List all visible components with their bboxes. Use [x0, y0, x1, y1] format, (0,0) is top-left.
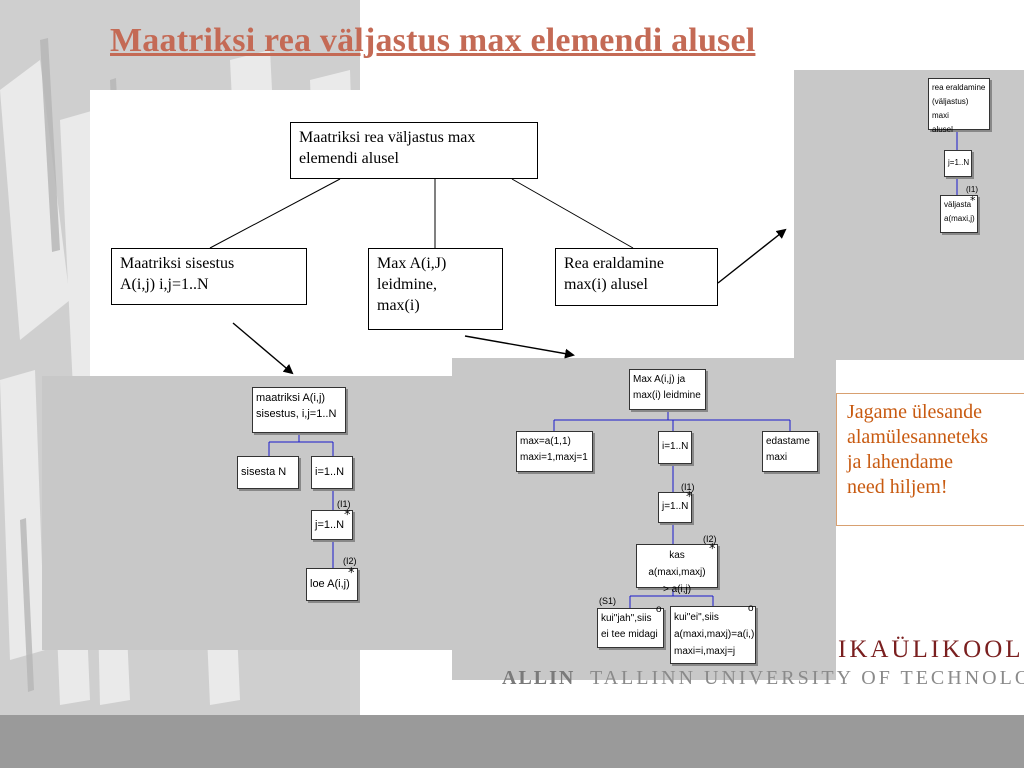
node-text-line: (väljastus) maxi: [932, 97, 969, 120]
node-text-line: väljasta: [944, 200, 972, 209]
node-text-line: Rea eraldamine: [564, 255, 664, 272]
node-text-line: maxi: [766, 452, 788, 463]
node-text-line: i=1..N: [315, 466, 345, 478]
jsp-left-loe: loe A(i,j): [306, 568, 358, 601]
node-text-line: max(i) leidmine: [633, 390, 701, 401]
iteration-label: (I1): [681, 482, 695, 492]
node-text-line: leidmine,: [377, 276, 437, 293]
node-text-line: kas a(maxi,maxj): [648, 550, 706, 578]
node-text-line: alusel: [932, 125, 953, 134]
node-text-line: maatriksi A(i,j): [256, 392, 326, 404]
footer-bar: [0, 715, 1024, 768]
note-line: Jagame ülesande: [847, 401, 982, 423]
tree-root-node: Maatriksi rea väljastus max elemendi alu…: [290, 122, 538, 179]
node-text-line: j=1..N: [948, 158, 970, 167]
jsp-right-valjasta: väljasta a(maxi,j): [940, 195, 978, 233]
jsp-mid-kui-ei: kui"ei",siis a(maxi,maxj)=a(i,) maxi=i,m…: [670, 606, 756, 664]
university-logo-text: IKAÜLIKOOL: [838, 636, 1024, 663]
node-text-line: max=a(1,1): [520, 436, 571, 447]
node-text-line: i=1..N: [662, 441, 689, 452]
node-text-line: j=1..N: [662, 501, 689, 512]
jsp-mid-loop-j: j=1..N: [658, 492, 692, 523]
selection-label: (S1): [599, 596, 617, 606]
node-text-line: kui"jah",siis: [601, 613, 652, 624]
node-text-line: sisesta N: [241, 466, 287, 478]
university-logo-subtitle: TALLINN UNIVERSITY OF TECHNOLOGY: [590, 667, 1024, 689]
jsp-mid-kas: kas a(maxi,maxj) > a(i,j): [636, 544, 718, 595]
jsp-mid-init: max=a(1,1) maxi=1,maxj=1: [516, 431, 593, 472]
note-line: alamülesanneteks: [847, 426, 989, 448]
selection-circle-icon: o: [656, 604, 662, 615]
university-logo-fragment: ALLIN: [502, 667, 576, 689]
jsp-left-loop-j: j=1..N: [311, 510, 353, 540]
node-text-line: max(i) alusel: [564, 276, 648, 293]
jsp-mid-kui-jah: kui"jah",siis ei tee midagi: [597, 608, 664, 648]
jsp-left-loop-i: i=1..N: [311, 456, 353, 489]
jsp-left-root: maatriksi A(i,j) sisestus, i,j=1..N: [252, 387, 346, 433]
node-text-line: sisestus, i,j=1..N: [256, 408, 337, 420]
node-text-line: a(maxi,maxj)=a(i,): [674, 629, 755, 640]
node-text-line: rea eraldamine: [932, 83, 986, 92]
iteration-label: (I2): [343, 556, 357, 566]
iteration-label: (I2): [703, 534, 717, 544]
node-text-line: max(i): [377, 297, 420, 314]
node-text-line: maxi=1,maxj=1: [520, 452, 588, 463]
iteration-star-icon: *: [348, 566, 355, 581]
iteration-star-icon: *: [970, 194, 976, 207]
node-text-line: elemendi alusel: [299, 150, 399, 167]
iteration-label: (I1): [966, 185, 978, 194]
iteration-label: (I1): [337, 499, 351, 509]
selection-circle-icon: o: [748, 603, 754, 614]
page-title: Maatriksi rea väljastus max elemendi alu…: [110, 22, 756, 59]
jsp-right-loop-j: j=1..N: [944, 150, 972, 177]
iteration-star-icon: *: [709, 542, 716, 557]
iteration-star-icon: *: [344, 508, 351, 523]
tree-node-matrix-input: Maatriksi sisestus A(i,j) i,j=1..N: [111, 248, 307, 305]
node-text-line: loe A(i,j): [310, 578, 350, 590]
node-text-line: Max A(i,J): [377, 255, 447, 272]
node-text-line: Max A(i,j) ja: [633, 374, 686, 385]
jsp-right-root: rea eraldamine (väljastus) maxi alusel: [928, 78, 990, 134]
node-text-line: kui"ei",siis: [674, 612, 719, 623]
node-text-line: Maatriksi sisestus: [120, 255, 235, 272]
node-text-line: Maatriksi rea väljastus max: [299, 129, 476, 146]
jsp-panel-left: [42, 376, 454, 650]
tree-node-row-output: Rea eraldamine max(i) alusel: [555, 248, 718, 306]
jsp-mid-edastame: edastame maxi: [762, 431, 818, 472]
node-text-line: A(i,j) i,j=1..N: [120, 276, 209, 293]
node-text-line: j=1..N: [315, 519, 345, 531]
note-line: need hiljem!: [847, 476, 948, 498]
jsp-mid-loop-i: i=1..N: [658, 431, 692, 464]
node-text-line: a(maxi,j): [944, 214, 975, 223]
node-text-line: edastame: [766, 436, 810, 447]
note-box: Jagame ülesande alamülesanneteks ja lahe…: [836, 393, 1024, 526]
jsp-mid-root: Max A(i,j) ja max(i) leidmine: [629, 369, 706, 410]
tree-node-max-search: Max A(i,J) leidmine, max(i): [368, 248, 503, 330]
node-text-line: maxi=i,maxj=j: [674, 646, 736, 657]
node-text-line: > a(i,j): [662, 584, 692, 595]
node-text-line: ei tee midagi: [601, 629, 658, 640]
jsp-left-sisesta: sisesta N: [237, 456, 299, 489]
iteration-star-icon: *: [686, 490, 693, 505]
note-line: ja lahendame: [847, 451, 954, 473]
